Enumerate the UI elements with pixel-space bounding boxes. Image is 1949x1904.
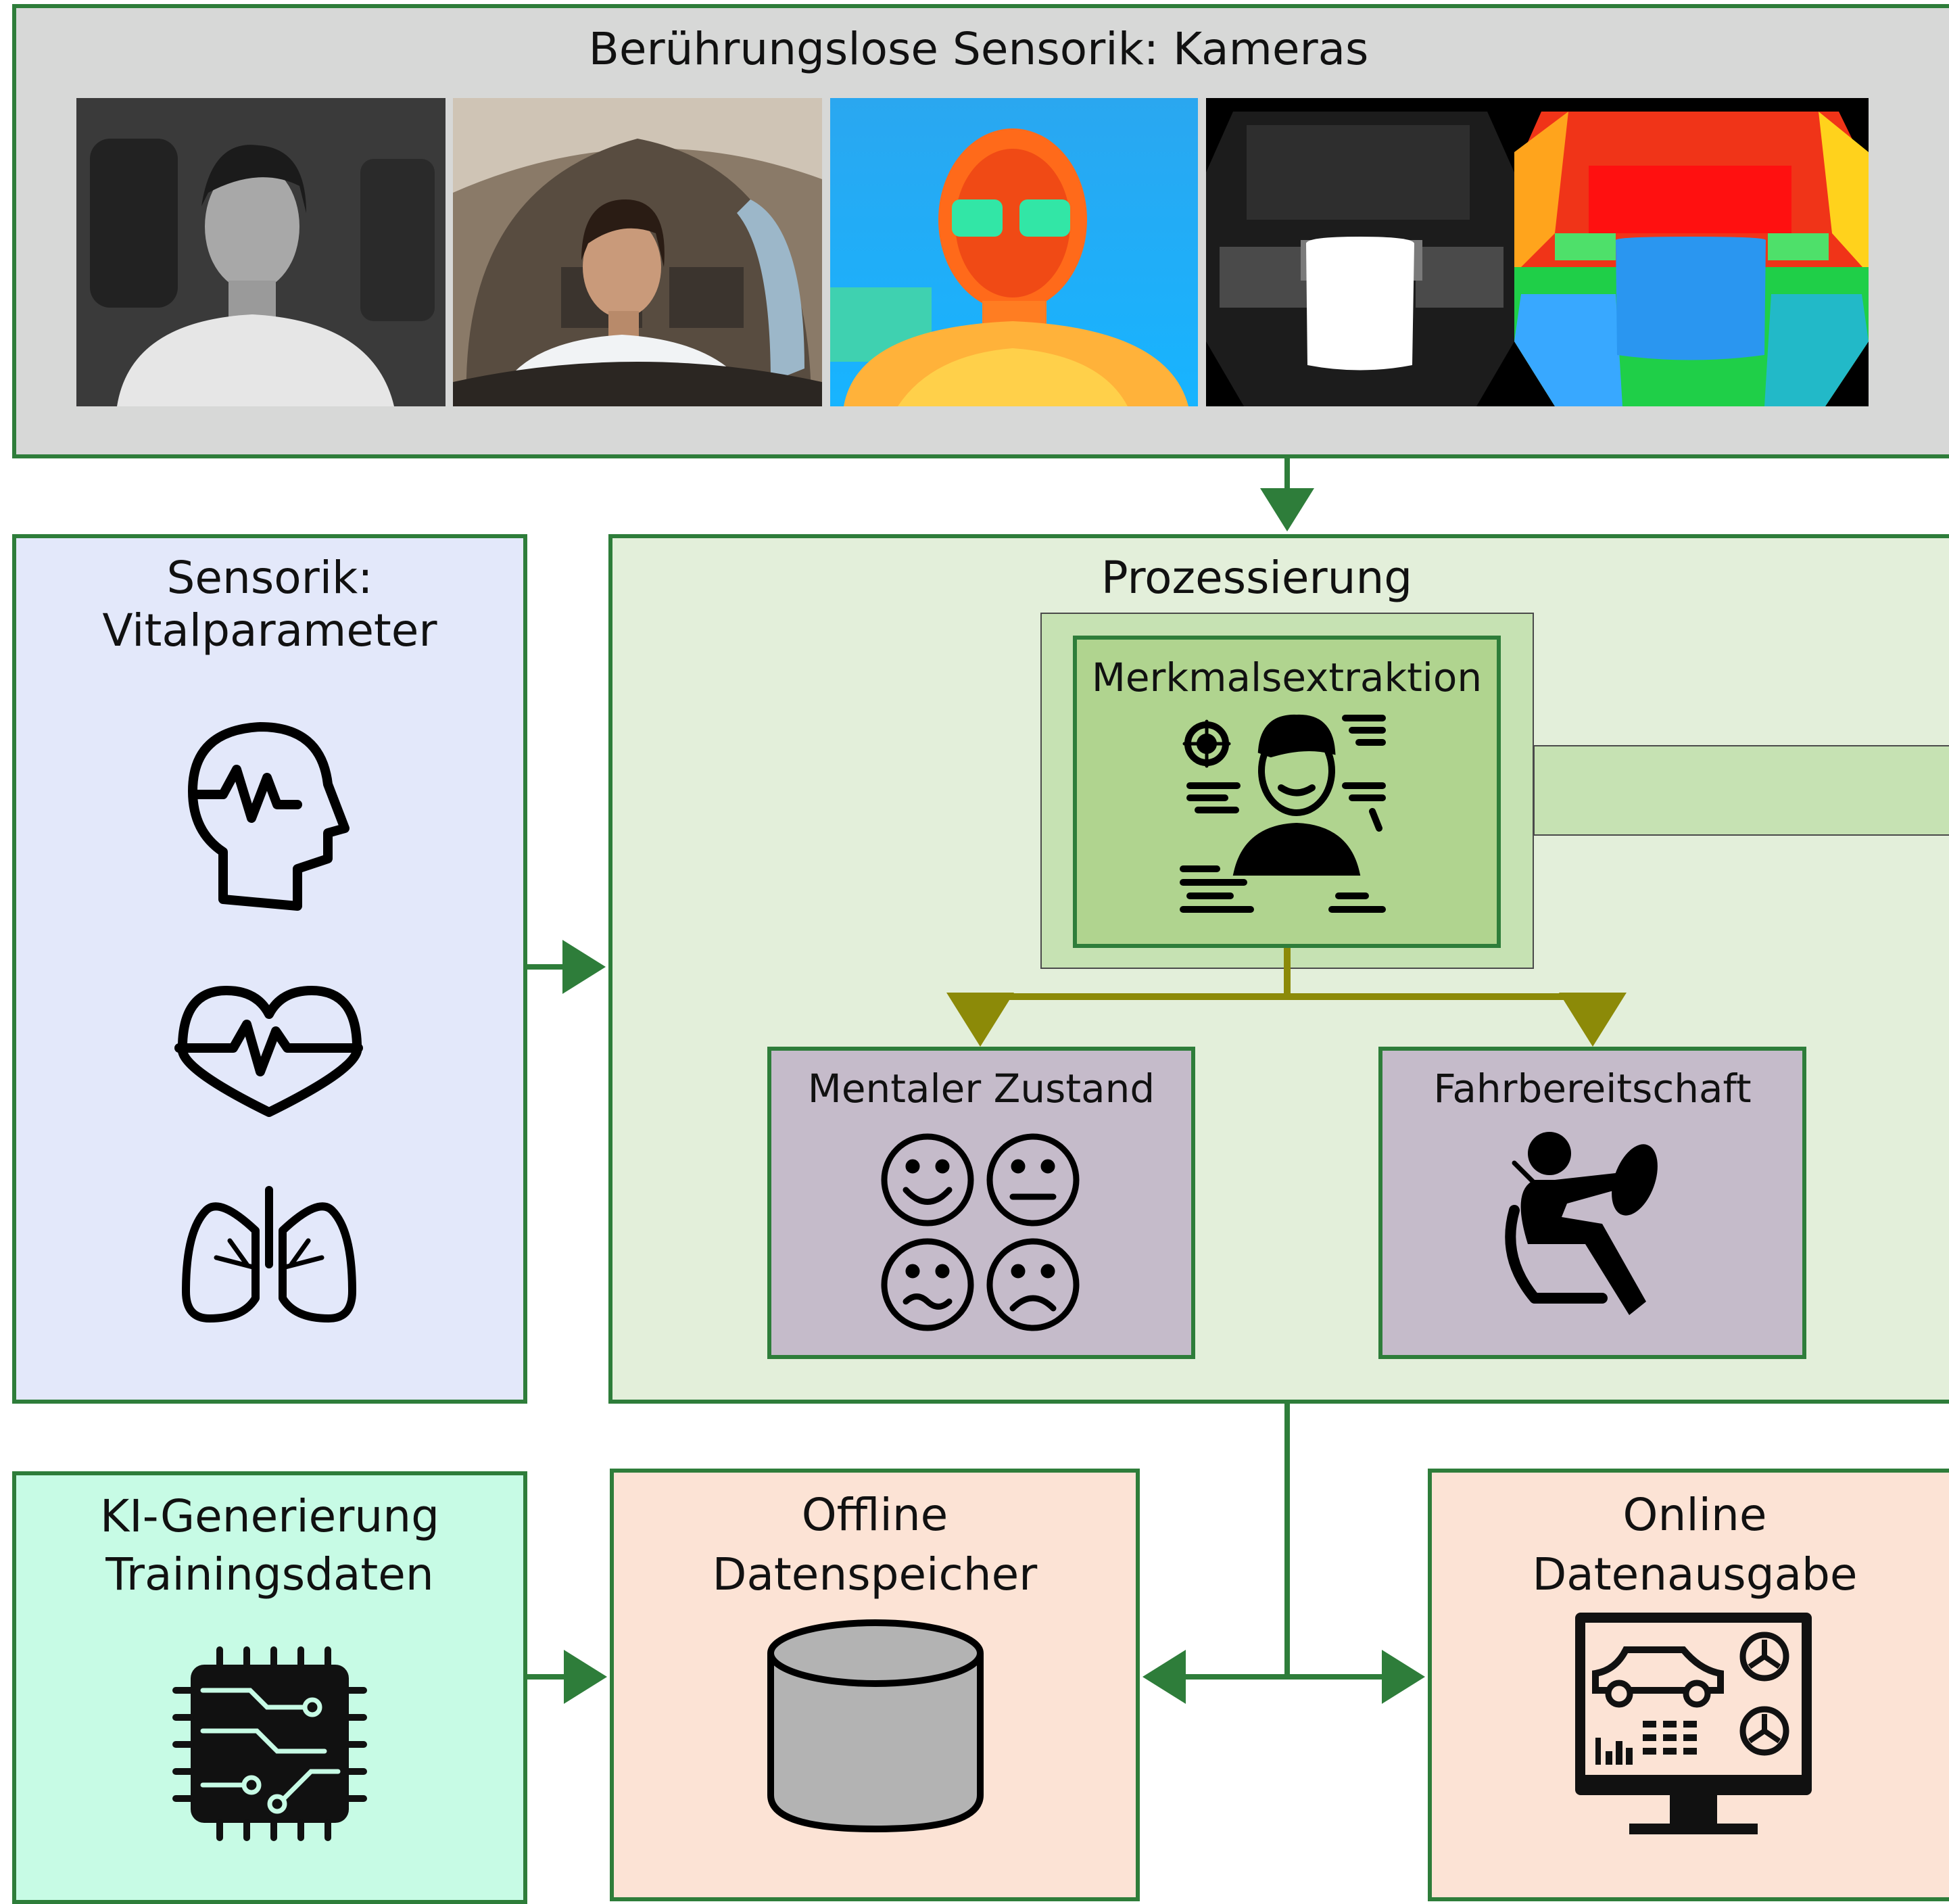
emotion-faces-icon (881, 1133, 1080, 1331)
infrared-cabin-image (1206, 98, 1514, 406)
feature-extraction-side-band (1533, 745, 1949, 836)
camera-sensor-title: Berührungslose Sensorik: Kameras (588, 23, 1369, 75)
driving-readiness-label: Fahrbereitschaft (1433, 1066, 1752, 1112)
offline-storage-title-line1: Offline (801, 1489, 948, 1541)
ai-training-title-line1: KI-Generierung (100, 1490, 439, 1542)
car-dashboard-monitor-icon (1575, 1613, 1812, 1834)
mental-state-box: Mentaler Zustand (767, 1047, 1195, 1359)
color-driver-image (453, 98, 822, 406)
thermal-camera-image (830, 98, 1198, 406)
processing-title: Prozessierung (1101, 552, 1413, 604)
mental-state-label: Mentaler Zustand (807, 1066, 1155, 1112)
ai-training-title-line2: Trainingsdaten (105, 1548, 434, 1600)
grayscale-driver-image (76, 98, 446, 406)
vital-sensor-title-line2: Vitalparameter (102, 604, 437, 657)
face-analysis-icon (1180, 714, 1386, 913)
vital-sensor-title-line1: Sensorik: (166, 552, 373, 604)
database-cylinder-icon (767, 1619, 984, 1833)
online-output-title-line2: Datenausgabe (1532, 1548, 1858, 1600)
seated-driver-icon (1505, 1132, 1658, 1315)
offline-storage-title-line2: Datenspeicher (712, 1548, 1038, 1600)
feature-split-connector (980, 948, 1593, 1000)
driving-readiness-box: Fahrbereitschaft (1378, 1047, 1806, 1359)
depth-map-image (1514, 98, 1869, 406)
brain-pulse-icon (188, 722, 350, 911)
ai-chip-icon (172, 1646, 367, 1841)
feature-extraction-label: Merkmalsextraktion (1091, 654, 1483, 700)
online-output-title-line1: Online (1622, 1489, 1767, 1541)
heart-pulse-icon (174, 986, 363, 1117)
lungs-icon (182, 1186, 356, 1323)
